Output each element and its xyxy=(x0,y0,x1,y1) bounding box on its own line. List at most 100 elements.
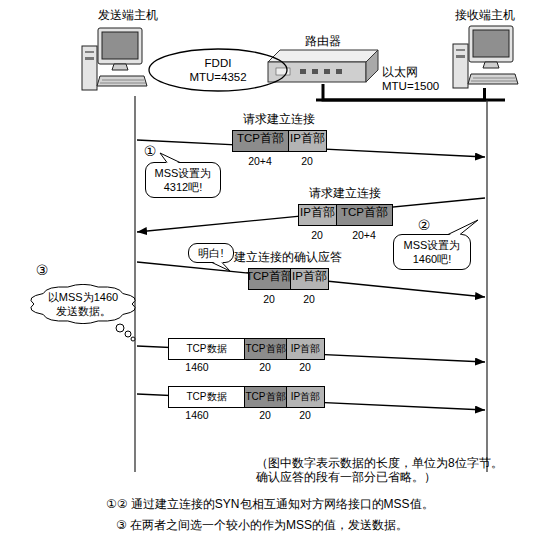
packet: 请求建立连接 IP首部 TCP首部 xyxy=(298,186,392,226)
router-top xyxy=(268,50,378,62)
tail-fill xyxy=(448,220,478,236)
host-computer: 接收端主机 xyxy=(442,8,527,88)
size-label: 20 xyxy=(263,293,275,306)
thought-dot xyxy=(131,337,135,341)
thought-bubble: 以MSS为1460 发送数据。 xyxy=(28,284,138,324)
router-port xyxy=(312,69,318,74)
router-port xyxy=(324,69,330,74)
sender-timeline xyxy=(134,96,135,472)
bubble-tail xyxy=(212,263,230,272)
header-field: IP首部 xyxy=(290,268,329,290)
size-label: 20 xyxy=(259,361,271,374)
node-label: MSS设置为 1460吧! xyxy=(397,238,467,266)
node-label: TCP首部 xyxy=(341,205,388,220)
monitor-stand xyxy=(483,62,499,68)
router-port xyxy=(336,69,342,74)
ring-ellipse xyxy=(149,49,287,91)
receiver-computer xyxy=(453,26,518,88)
node-label: TCP首部 xyxy=(246,390,286,404)
monitor xyxy=(98,28,142,64)
ring-outline xyxy=(148,48,288,92)
packet-heading: 建立连接的确认应答 xyxy=(234,250,342,265)
router-side xyxy=(366,50,378,82)
bubble-tail xyxy=(160,153,180,163)
bubble-tail xyxy=(448,220,478,235)
node-label: 发送端主机 xyxy=(85,8,170,22)
thought-dot xyxy=(116,324,124,332)
keyboard xyxy=(468,74,518,84)
speech-bubble: MSS设置为 4312吧! xyxy=(145,162,221,198)
edge-label: 以太网 MTU=1500 xyxy=(382,66,444,94)
note-text: （图中数字表示数据的长度，单位为8位字节。 确认应答的段有一部分已省略。） xyxy=(256,456,532,485)
size-label: 20+4 xyxy=(248,155,272,168)
size-label: 1460 xyxy=(185,361,208,374)
header-field: TCP首部 xyxy=(248,268,291,290)
node-label: 明白! xyxy=(192,246,230,260)
size-label: 1460 xyxy=(185,409,208,422)
caption-line: ③ 在两者之间选一个较小的作为MSS的值，发送数据。 xyxy=(116,518,408,532)
callout-number: ③ xyxy=(36,262,49,279)
header-field: IP首部 xyxy=(288,130,327,152)
data-field: TCP数据 xyxy=(168,386,245,408)
node-label: TCP首部 xyxy=(237,131,284,146)
router-node: 路由器 xyxy=(268,34,378,84)
packet: 请求建立连接 TCP首部 IP首部 xyxy=(232,112,326,152)
speech-bubble: MSS设置为 1460吧! xyxy=(393,234,471,270)
node-label: IP首部 xyxy=(292,269,327,284)
screen xyxy=(473,30,509,57)
packet-heading: 请求建立连接 xyxy=(309,186,381,201)
computer-tower xyxy=(453,44,468,88)
header-field: TCP首部 xyxy=(244,386,287,408)
host-computer: 发送端主机 xyxy=(85,8,170,94)
tower-slot xyxy=(85,52,94,53)
speech-bubble: 明白! xyxy=(188,243,234,263)
size-label: 20 xyxy=(303,293,315,306)
header-field: IP首部 xyxy=(298,204,337,226)
header-field: IP首部 xyxy=(286,386,325,408)
keyboard-keys xyxy=(471,78,517,81)
node-label: IP首部 xyxy=(300,205,335,220)
size-label: 20 xyxy=(299,361,311,374)
size-label: 20 xyxy=(311,229,323,242)
size-label: 20 xyxy=(259,409,271,422)
tail-fill xyxy=(160,153,180,164)
ethernet-bus xyxy=(316,99,505,102)
header-field: TCP首部 xyxy=(244,338,287,360)
node-label: TCP首部 xyxy=(246,342,286,356)
tower-drive xyxy=(85,57,94,60)
data-field: TCP数据 xyxy=(168,338,245,360)
monitor-stand xyxy=(112,64,128,70)
node-label: 接收端主机 xyxy=(442,8,527,22)
node-label: TCP首部 xyxy=(246,269,293,284)
router-port xyxy=(300,69,306,74)
header-field: TCP首部 xyxy=(232,130,289,152)
screen xyxy=(102,32,138,59)
router-box xyxy=(268,50,378,82)
receiver-timeline xyxy=(486,100,487,472)
monitor xyxy=(469,26,513,62)
node-label: IP首部 xyxy=(291,390,320,404)
node-label: 以MSS为1460 发送数据。 xyxy=(41,290,125,318)
node-label: IP首部 xyxy=(290,131,325,146)
packet-heading: 请求建立连接 xyxy=(243,112,315,127)
router-panel xyxy=(276,68,290,75)
keyboard-keys xyxy=(100,80,146,83)
size-label: 20+4 xyxy=(352,229,376,242)
header-field: TCP首部 xyxy=(336,204,393,226)
size-label: 20 xyxy=(299,409,311,422)
message-arrow xyxy=(137,198,485,232)
keyboard xyxy=(97,76,147,86)
packet: 建立连接的确认应答TCP首部IP首部 xyxy=(248,250,328,290)
router-front xyxy=(268,62,366,82)
tower-slot xyxy=(456,50,465,51)
size-label: 20 xyxy=(301,155,313,168)
callout-number: ② xyxy=(418,217,431,234)
caption-line: ①② 通过建立连接的SYN包相互通知对方网络接口的MSS值。 xyxy=(106,497,434,511)
cloud-outline xyxy=(28,284,138,324)
node-label: TCP数据 xyxy=(187,342,227,356)
sender-computer xyxy=(82,28,147,90)
node-label: 路由器 xyxy=(268,34,378,48)
cloud-shape xyxy=(31,284,135,323)
